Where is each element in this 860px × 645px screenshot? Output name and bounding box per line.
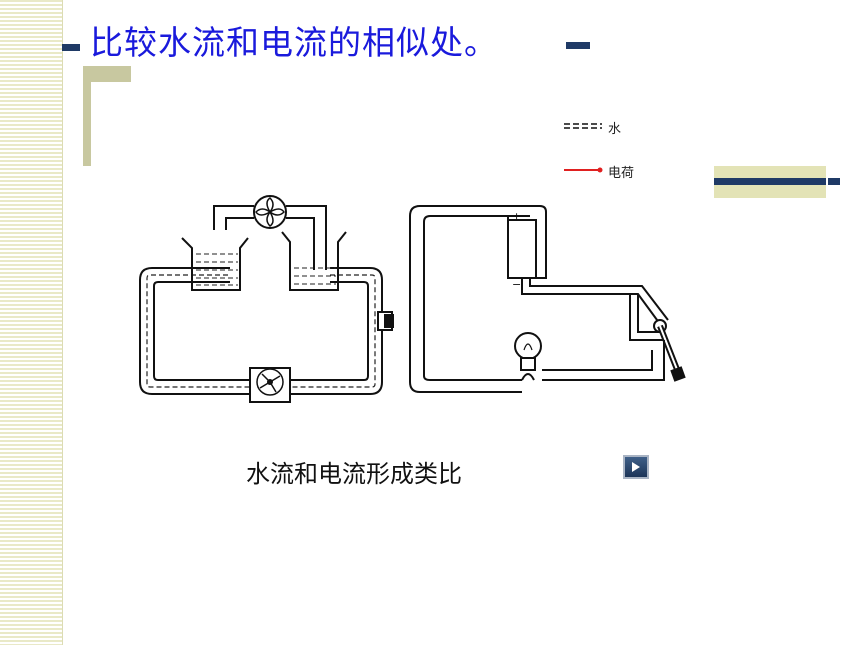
play-button[interactable] — [623, 455, 649, 479]
left-decorative-strip — [0, 0, 63, 645]
legend-charge: 电荷 — [562, 160, 634, 181]
electric-circuit: + − — [409, 205, 686, 393]
play-icon — [632, 462, 640, 472]
charge-arrow-icon — [564, 167, 603, 173]
right-decoration-nub — [828, 178, 840, 185]
light-bulb-icon — [514, 332, 542, 381]
slide-title: 比较水流和电流的相似处。 — [90, 23, 498, 62]
right-decoration-bar — [714, 178, 826, 185]
valve-icon — [377, 311, 394, 331]
turbine-icon — [253, 195, 287, 229]
legend-charge-label: 电荷 — [608, 166, 635, 181]
legend-water-label: 水 — [608, 122, 622, 137]
corner-decoration-top — [83, 66, 131, 82]
battery-plus: + — [512, 210, 521, 223]
diagram-caption: 水流和电流形成类比 — [246, 460, 462, 488]
pump-icon — [249, 367, 291, 403]
title-accent-dash-left — [62, 44, 80, 51]
right-decoration-block — [714, 166, 840, 198]
battery-icon: + − — [507, 210, 537, 291]
title-accent-dash-right — [566, 42, 590, 49]
switch-icon — [653, 319, 686, 382]
circuit-diagrams: + − — [139, 195, 686, 403]
corner-decoration-left — [83, 66, 91, 166]
water-circuit — [139, 195, 394, 403]
battery-minus: − — [512, 278, 521, 291]
water-dash-icon — [564, 123, 602, 129]
legend-water: 水 — [562, 116, 621, 137]
